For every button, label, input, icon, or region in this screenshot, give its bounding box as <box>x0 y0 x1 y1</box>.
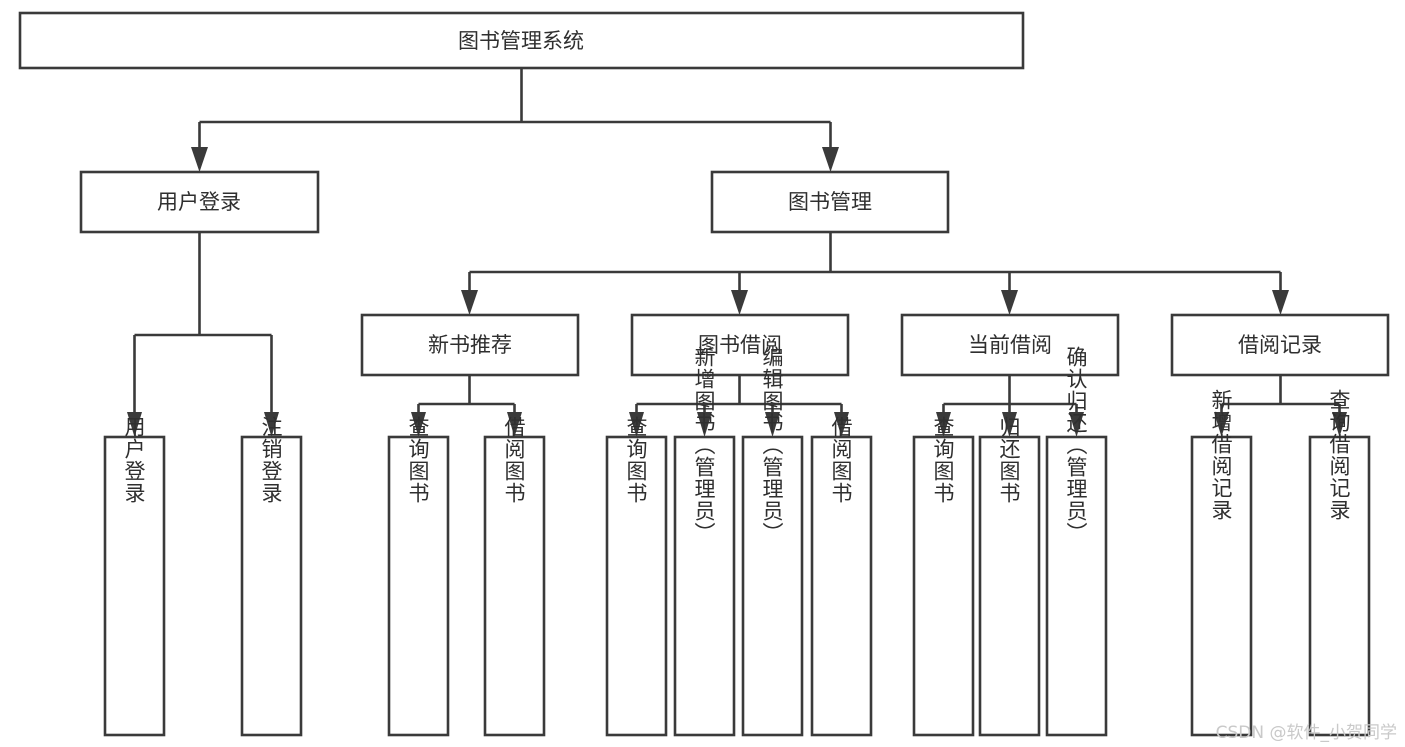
leaf-bookborrow-edit-box[interactable] <box>741 435 804 737</box>
node-root-label: 图书管理系统 <box>458 29 584 53</box>
leaf-user-login-label: 用户登录 <box>122 416 146 504</box>
arrow-head-currentborrow-l1 <box>936 412 951 437</box>
arrow-head-new-book <box>461 290 478 315</box>
arrow-head-user-login <box>191 147 208 172</box>
node-book-borrow[interactable]: 图书借阅 <box>630 313 850 377</box>
arrow-head-borrow-record <box>1272 290 1289 315</box>
node-user-login[interactable]: 用户登录 <box>79 170 320 234</box>
leaf-currentborrow-confirm-box[interactable] <box>1045 435 1108 737</box>
leaf-bookborrow-borrow-label: 借阅图书 <box>829 416 853 504</box>
leaf-node[interactable]: 新增借阅记录 <box>1190 389 1253 737</box>
leaf-node[interactable]: 查询图书 <box>912 416 975 737</box>
leaf-node[interactable]: 确认归还（管理员） <box>1045 346 1108 737</box>
leaf-node[interactable]: 归还图书 <box>978 416 1041 737</box>
arrow-head-current-borrow <box>1001 290 1018 315</box>
node-book-management-box[interactable] <box>710 170 950 234</box>
arrow-head-currentborrow-l2 <box>1002 412 1017 437</box>
leaf-node[interactable]: 新增图书（管理员） <box>673 346 736 737</box>
leaf-borrowrecord-query-label: 查询借阅记录 <box>1327 389 1351 521</box>
leaf-currentborrow-query-label: 查询图书 <box>931 416 955 504</box>
leaf-bookborrow-add-label: 新增图书（管理员） <box>692 346 716 544</box>
leaf-currentborrow-return-label: 归还图书 <box>997 416 1021 504</box>
node-borrow-record-label: 借阅记录 <box>1238 333 1322 357</box>
arrow-head-borrowrecord-l1 <box>1214 412 1229 437</box>
arrow-head-bookborrow-l4 <box>834 412 849 437</box>
leaf-node[interactable]: 查询借阅记录 <box>1308 389 1371 737</box>
node-book-management-label: 图书管理 <box>788 190 872 214</box>
arrow-head-bookborrow-l1 <box>629 412 644 437</box>
node-current-borrow-label: 当前借阅 <box>968 333 1052 357</box>
node-new-book-recommend[interactable]: 新书推荐 <box>360 313 580 377</box>
leaf-bookborrow-borrow-box[interactable] <box>810 435 873 737</box>
leaf-bookborrow-edit-label: 编辑图书（管理员） <box>760 346 784 544</box>
leaf-user-login-box[interactable] <box>103 435 166 737</box>
node-new-book-recommend-label: 新书推荐 <box>428 333 512 357</box>
leaf-currentborrow-query-box[interactable] <box>912 435 975 737</box>
leaf-node[interactable]: 注销登录 <box>240 416 303 737</box>
node-root-box[interactable] <box>18 11 1025 70</box>
leaf-node[interactable]: 借阅图书 <box>810 416 873 737</box>
leaf-newbook-borrow-box[interactable] <box>483 435 546 737</box>
arrow-head-newbook-l1 <box>411 412 426 437</box>
arrow-head-user-login-leaf1 <box>127 412 142 437</box>
leaf-currentborrow-confirm-label: 确认归还（管理员） <box>1064 346 1088 544</box>
leaf-node[interactable]: 查询图书 <box>387 416 450 737</box>
node-root[interactable]: 图书管理系统 <box>18 11 1025 70</box>
arrow-head-currentborrow-l3 <box>1069 412 1084 437</box>
node-borrow-record[interactable]: 借阅记录 <box>1170 313 1390 377</box>
leaf-node[interactable]: 用户登录 <box>103 416 166 737</box>
leaf-bookborrow-query-label: 查询图书 <box>624 416 648 504</box>
arrow-head-book-borrow <box>731 290 748 315</box>
arrow-head-borrowrecord-l2 <box>1332 412 1347 437</box>
leaf-borrowrecord-add-box[interactable] <box>1190 435 1253 737</box>
arrow-head-bookborrow-l3 <box>765 412 780 437</box>
leaf-borrowrecord-query-box[interactable] <box>1308 435 1371 737</box>
node-current-borrow-box[interactable] <box>900 313 1120 377</box>
leaf-newbook-query-label: 查询图书 <box>406 416 430 504</box>
leaf-node[interactable]: 编辑图书（管理员） <box>741 346 804 737</box>
leaf-node[interactable]: 借阅图书 <box>483 416 546 737</box>
node-book-management[interactable]: 图书管理 <box>710 170 950 234</box>
arrow-head-newbook-l2 <box>507 412 522 437</box>
leaf-logout-box[interactable] <box>240 435 303 737</box>
leaf-node[interactable]: 查询图书 <box>605 416 668 737</box>
leaf-newbook-query-box[interactable] <box>387 435 450 737</box>
leaf-bookborrow-query-box[interactable] <box>605 435 668 737</box>
node-current-borrow[interactable]: 当前借阅 <box>900 313 1120 377</box>
arrow-head-bookborrow-l2 <box>697 412 712 437</box>
node-user-login-label: 用户登录 <box>157 190 241 214</box>
node-book-borrow-box[interactable] <box>630 313 850 377</box>
leaf-newbook-borrow-label: 借阅图书 <box>502 416 526 504</box>
leaf-logout-label: 注销登录 <box>259 416 283 504</box>
arrow-head-user-login-leaf2 <box>264 412 279 437</box>
node-new-book-recommend-box[interactable] <box>360 313 580 377</box>
leaf-currentborrow-return-box[interactable] <box>978 435 1041 737</box>
arrow-head-book-mgmt <box>822 147 839 172</box>
leaf-bookborrow-add-box[interactable] <box>673 435 736 737</box>
node-user-login-box[interactable] <box>79 170 320 234</box>
leaf-borrowrecord-add-label: 新增借阅记录 <box>1209 389 1233 521</box>
node-borrow-record-box[interactable] <box>1170 313 1390 377</box>
node-book-borrow-label: 图书借阅 <box>698 333 782 357</box>
